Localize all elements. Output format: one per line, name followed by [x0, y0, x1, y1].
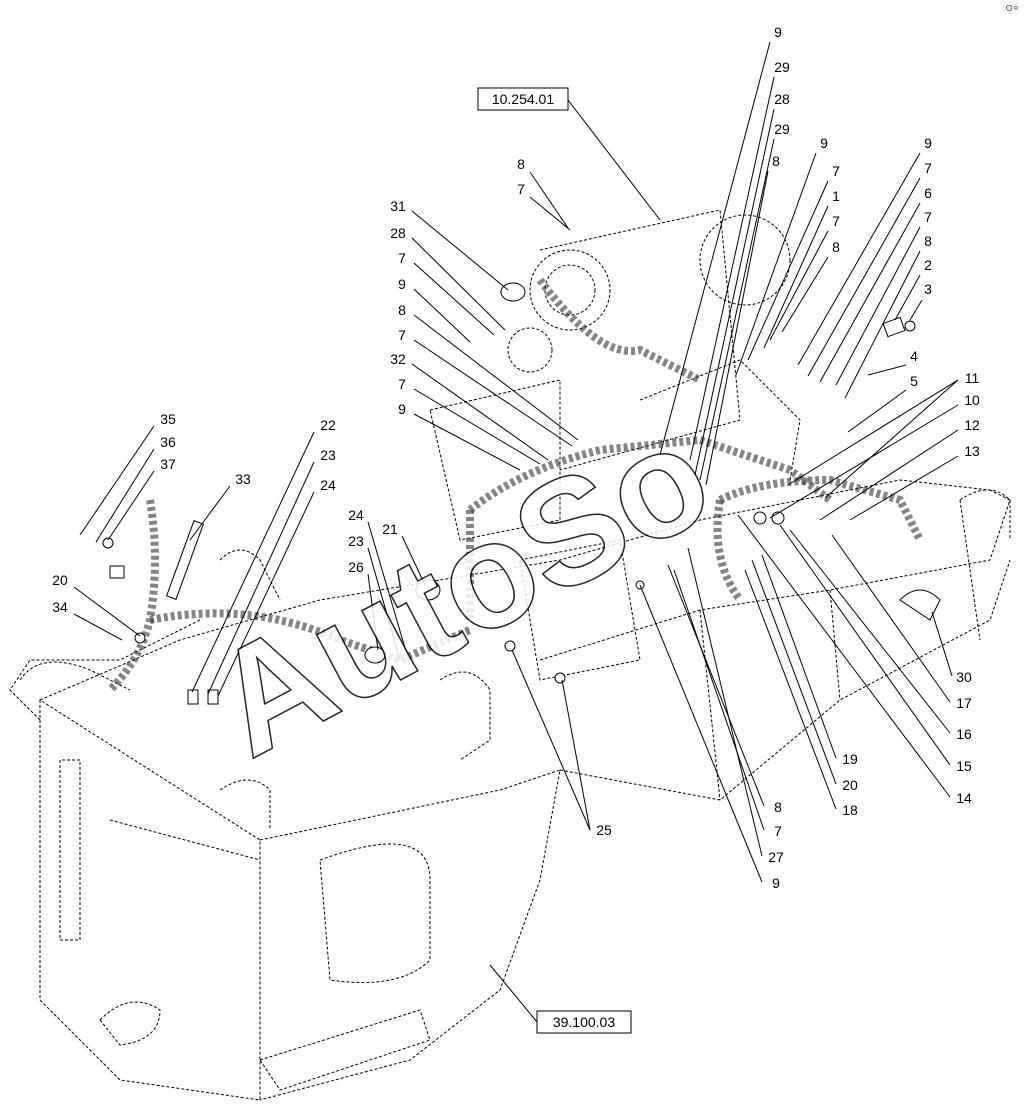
callout-label: 8: [832, 239, 840, 255]
callout-label: 29: [774, 59, 790, 75]
frame-drawing: [9, 209, 1011, 1101]
callouts-bottom-right: 19 20 18 30 17 16 15 14: [737, 514, 972, 818]
callout-label: 9: [398, 401, 406, 417]
callout-label: 20: [842, 777, 858, 793]
callouts-top-left: 8 7: [517, 156, 571, 231]
callout-label: 19: [842, 751, 858, 767]
callout-label: 26: [348, 559, 364, 575]
callout-label: 2: [924, 257, 932, 273]
callout-label: 34: [52, 599, 68, 615]
callout-label: 14: [956, 790, 972, 806]
callouts-left: 31 28 7 9 8 7 32 7 9: [390, 198, 579, 471]
callout-label: 35: [160, 411, 176, 427]
callout-label: 11: [965, 370, 980, 386]
callout-label: 22: [320, 417, 336, 433]
callout-label: 5: [910, 373, 918, 389]
callout-label: 33: [235, 471, 251, 487]
callouts-right: 9 7 6 7 8 2 3 4 5 11 10 12 13: [769, 135, 980, 521]
callout-label: 7: [924, 209, 932, 225]
callout-label: 7: [832, 163, 840, 179]
callout-label: 6: [924, 185, 932, 201]
part-glyphs: [102, 282, 941, 705]
callouts-mid-left: 22 23 24 24 23 26 21: [191, 417, 426, 697]
corner-mark: ○◦: [1005, 0, 1018, 15]
svg-text:10.254.01: 10.254.01: [492, 91, 554, 107]
callout-label: 17: [956, 695, 972, 711]
callout-label: 36: [160, 434, 176, 450]
callout-label: 7: [832, 213, 840, 229]
callout-label: 20: [52, 572, 68, 588]
callout-label: 23: [320, 447, 336, 463]
callout-label: 8: [517, 156, 525, 172]
callouts-bottom-middle: 25 8 7 27 9: [511, 547, 784, 891]
callouts-top-right: 9 29 28 29 8 9 7 1 7 8: [659, 24, 840, 486]
callout-label: 8: [772, 153, 780, 169]
callout-label: 24: [320, 477, 336, 493]
callout-label: 9: [772, 875, 780, 891]
callout-label: 8: [924, 233, 932, 249]
callout-label: 27: [768, 849, 784, 865]
callout-label: 28: [390, 225, 406, 241]
callout-label: 12: [964, 417, 980, 433]
wiring-harness: [107, 277, 924, 693]
callout-label: 7: [517, 181, 525, 197]
callout-label: 28: [774, 91, 790, 107]
callout-label: 31: [390, 198, 406, 214]
svg-text:39.100.03: 39.100.03: [553, 1014, 615, 1030]
callout-label: 7: [398, 376, 406, 392]
callout-label: 7: [774, 823, 782, 839]
callout-label: 16: [956, 726, 972, 742]
callout-label: 32: [390, 351, 406, 367]
ref-box-39-100-03[interactable]: 39.100.03: [489, 964, 632, 1034]
callout-label: 7: [398, 327, 406, 343]
callout-label: 9: [924, 135, 932, 151]
callout-label: 3: [924, 281, 932, 297]
callout-label: 18: [842, 802, 858, 818]
callout-label: 9: [774, 24, 782, 40]
callout-label: 7: [924, 160, 932, 176]
ref-box-10-254-01[interactable]: 10.254.01: [477, 87, 661, 221]
callout-label: 9: [820, 135, 828, 151]
callout-label: 7: [398, 250, 406, 266]
callout-label: 30: [956, 669, 972, 685]
callout-label: 21: [382, 521, 398, 537]
callout-label: 10: [964, 392, 980, 408]
callout-label: 24: [348, 507, 364, 523]
callout-label: 8: [398, 302, 406, 318]
callout-label: 29: [774, 121, 790, 137]
callout-label: 1: [832, 188, 840, 204]
callout-label: 37: [160, 456, 176, 472]
callout-label: 23: [348, 533, 364, 549]
callouts-far-left: 35 36 37 33 20 34: [52, 411, 251, 641]
callout-label: 8: [774, 799, 782, 815]
callout-label: 15: [956, 758, 972, 774]
callout-label: 25: [596, 822, 612, 838]
callout-label: 9: [398, 276, 406, 292]
callout-label: 4: [910, 348, 918, 364]
callout-label: 13: [964, 443, 980, 459]
